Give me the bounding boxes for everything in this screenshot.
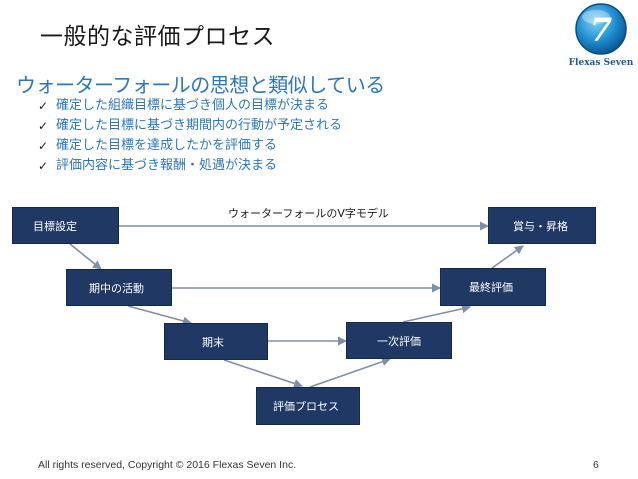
page-number: 6: [593, 459, 599, 471]
bullet-text: 確定した組織目標に基づき個人の目標が決まる: [56, 98, 330, 113]
node-label: 賞与・昇格: [513, 219, 568, 233]
arrow-goal-to-activity: [69, 243, 102, 270]
node-reward: 賞与・昇格: [488, 207, 596, 244]
bullet-item: ✓ 確定した目標を達成したかを評価する: [38, 136, 342, 156]
logo-text: Flexas Seven: [568, 58, 634, 68]
bullet-item: ✓ 評価内容に基づき報酬・処遇が決まる: [38, 156, 342, 176]
bullet-text: 評価内容に基づき報酬・処遇が決まる: [56, 158, 278, 173]
node-label: 評価プロセス: [273, 400, 339, 413]
logo-emblem-icon: 7: [575, 3, 627, 55]
node-label: 最終評価: [469, 281, 513, 294]
node-eval-process: 評価プロセス: [256, 387, 360, 425]
arrow-end-to-eval: [223, 359, 303, 388]
bullet-text: 確定した目標に基づき期間内の行動が予定される: [56, 118, 343, 133]
node-label: 期末: [202, 335, 224, 349]
node-label: 期中の活動: [89, 281, 144, 295]
bullet-item: ✓ 確定した組織目標に基づき個人の目標が決まる: [38, 96, 342, 116]
arrow-activity-to-end: [127, 305, 192, 326]
node-first-eval: 一次評価: [346, 322, 452, 359]
footer-copyright: All rights reserved, Copyright © 2016 Fl…: [38, 459, 297, 471]
node-label: 一次評価: [377, 334, 421, 348]
checkmark-icon: ✓: [38, 99, 49, 113]
checkmark-icon: ✓: [38, 119, 49, 133]
node-final-eval: 最終評価: [440, 268, 546, 306]
flexas-seven-logo: 7 Flexas Seven: [566, 2, 636, 74]
bullet-list: ✓ 確定した組織目標に基づき個人の目標が決まる ✓ 確定した目標に基づき期間内の行動…: [38, 96, 342, 176]
bullet-item: ✓ 確定した目標に基づき期間内の行動が予定される: [38, 116, 342, 136]
node-mid-activity: 期中の活動: [66, 269, 172, 306]
node-label: 目標設定: [33, 219, 77, 233]
slide-title: 一般的な評価プロセス: [40, 24, 275, 50]
logo-glyph: 7: [590, 11, 612, 49]
diagram-title: ウォーターフォールのV字モデル: [228, 207, 389, 220]
checkmark-icon: ✓: [38, 159, 49, 173]
arrow-eval-to-first: [309, 357, 391, 388]
node-period-end: 期末: [164, 323, 268, 360]
arrow-first-to-final: [402, 304, 471, 323]
bullet-text: 確定した目標を達成したかを評価する: [56, 138, 278, 153]
arrow-final-to-reward: [491, 245, 524, 269]
node-goal-setting: 目標設定: [12, 207, 119, 244]
checkmark-icon: ✓: [38, 139, 49, 153]
slide-subtitle: ウォーターフォールの思想と類似している: [16, 73, 385, 97]
